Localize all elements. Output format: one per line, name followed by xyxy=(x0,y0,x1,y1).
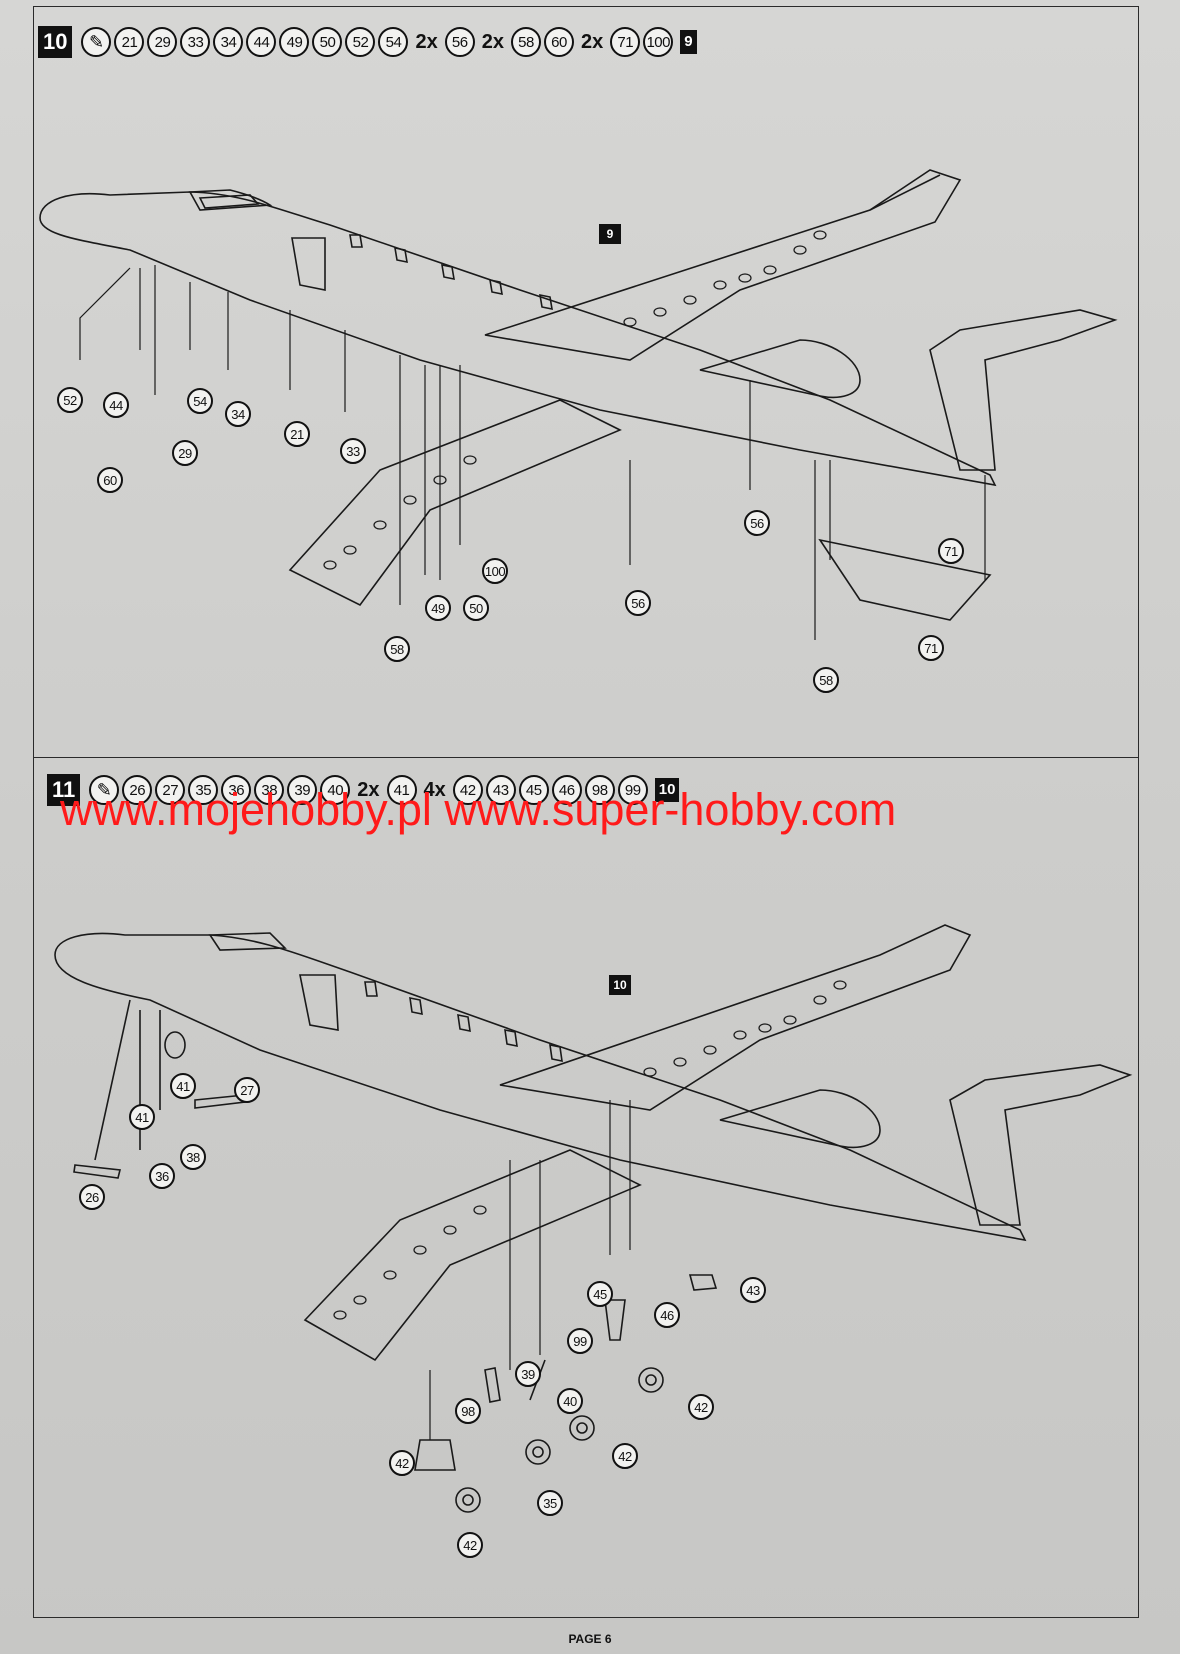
part-number-badge: 99 xyxy=(617,775,648,805)
page-number: PAGE 6 xyxy=(568,1632,612,1646)
part-number-badge: 56 xyxy=(444,27,475,57)
step-number: 10 xyxy=(38,26,73,58)
part-callout: 41 xyxy=(170,1073,196,1099)
part-callout: 42 xyxy=(389,1450,415,1476)
part-callout: 58 xyxy=(813,667,839,693)
part-callout: 71 xyxy=(918,635,944,661)
part-callout: 42 xyxy=(688,1394,714,1420)
part-callout: 38 xyxy=(180,1144,206,1170)
part-callout: 56 xyxy=(625,590,651,616)
quantity-multiplier: 2x xyxy=(481,30,504,53)
watermark-text: www.mojehobby.pl www.super-hobby.com xyxy=(60,784,897,835)
quantity-multiplier: 4x xyxy=(423,778,446,801)
part-callout: 98 xyxy=(455,1398,481,1424)
part-number-badge: 44 xyxy=(246,27,277,57)
part-callout: 60 xyxy=(97,467,123,493)
part-number-badge: 34 xyxy=(213,27,244,57)
part-callout: 99 xyxy=(567,1328,593,1354)
part-callout: 56 xyxy=(744,510,770,536)
part-callout: 34 xyxy=(225,401,251,427)
part-callout: 27 xyxy=(234,1077,260,1103)
step-number: 11 xyxy=(47,774,81,806)
reference-step-marker: 10 xyxy=(609,975,631,995)
part-number-badge: 21 xyxy=(114,27,145,57)
part-callout: 33 xyxy=(340,438,366,464)
aircraft-step-11 xyxy=(54,924,1133,1513)
aircraft-step-10 xyxy=(39,169,1118,640)
part-number-badge: 39 xyxy=(287,775,318,805)
part-callout: 35 xyxy=(537,1490,563,1516)
part-callout: 41 xyxy=(129,1104,155,1130)
quantity-multiplier: 2x xyxy=(357,778,380,801)
quantity-multiplier: 2x xyxy=(415,30,438,53)
part-callout: 54 xyxy=(187,388,213,414)
part-callout: 52 xyxy=(57,387,83,413)
part-number-badge: 43 xyxy=(485,775,516,805)
part-callout: 43 xyxy=(740,1277,766,1303)
part-number-badge: 49 xyxy=(279,27,310,57)
part-callout: 50 xyxy=(463,595,489,621)
part-callout: 100 xyxy=(482,558,508,584)
part-number-badge: 54 xyxy=(378,27,409,57)
part-callout: 58 xyxy=(384,636,410,662)
part-callout: 26 xyxy=(79,1184,105,1210)
reference-step-badge: 10 xyxy=(654,778,680,802)
part-number-badge: 27 xyxy=(155,775,186,805)
part-callout: 45 xyxy=(587,1281,613,1307)
part-number-badge: 45 xyxy=(518,775,549,805)
part-number-badge: 60 xyxy=(543,27,574,57)
part-number-badge: 35 xyxy=(188,775,219,805)
part-number-badge: 29 xyxy=(147,27,178,57)
part-number-badge: 58 xyxy=(510,27,541,57)
part-number-badge: 46 xyxy=(551,775,582,805)
glue-tube-icon: ✎ xyxy=(81,27,112,57)
part-callout: 36 xyxy=(149,1163,175,1189)
part-number-badge: 26 xyxy=(122,775,153,805)
part-number-badge: 98 xyxy=(584,775,615,805)
part-callout: 39 xyxy=(515,1361,541,1387)
quantity-multiplier: 2x xyxy=(580,30,604,53)
part-callout: 71 xyxy=(938,538,964,564)
part-number-badge: 38 xyxy=(254,775,285,805)
part-number-badge: 100 xyxy=(643,27,674,57)
part-callout: 44 xyxy=(103,392,129,418)
step-divider xyxy=(33,757,1139,758)
part-number-badge: 33 xyxy=(180,27,211,57)
part-number-badge: 52 xyxy=(345,27,376,57)
glue-tube-icon: ✎ xyxy=(89,775,120,805)
part-callout: 42 xyxy=(457,1532,483,1558)
part-number-badge: 42 xyxy=(452,775,483,805)
part-number-badge: 50 xyxy=(312,27,343,57)
part-number-badge: 71 xyxy=(610,27,641,57)
part-callout: 42 xyxy=(612,1443,638,1469)
part-callout: 21 xyxy=(284,421,310,447)
part-callout: 29 xyxy=(172,440,198,466)
part-callout: 49 xyxy=(425,595,451,621)
reference-step-marker: 9 xyxy=(599,224,621,244)
page-frame xyxy=(33,6,1139,1618)
reference-step-badge: 9 xyxy=(680,30,697,54)
part-callout: 46 xyxy=(654,1302,680,1328)
part-number-badge: 40 xyxy=(320,775,351,805)
part-number-badge: 36 xyxy=(221,775,252,805)
part-callout: 40 xyxy=(557,1388,583,1414)
part-number-badge: 41 xyxy=(386,775,417,805)
